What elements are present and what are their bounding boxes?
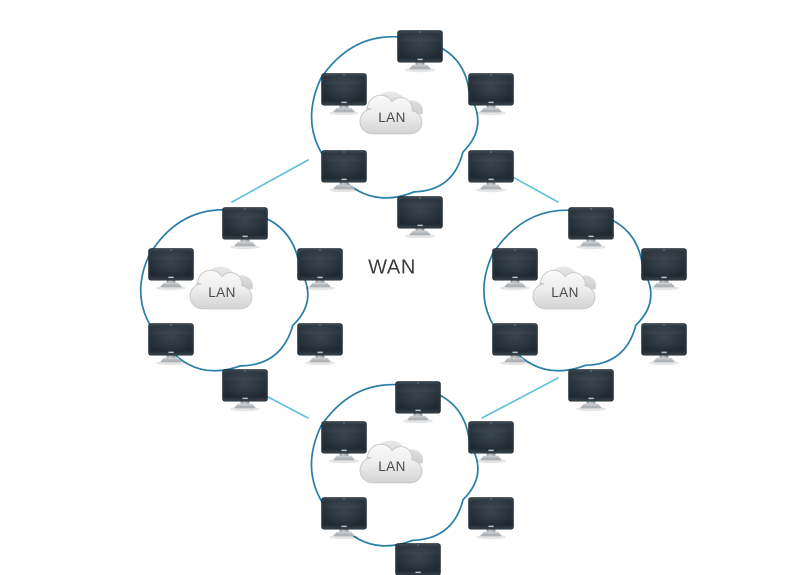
workstation-top-southeast[interactable] [468, 150, 514, 193]
wan-link-wan-right-bottom [481, 377, 559, 419]
workstation-left-south[interactable] [222, 369, 268, 412]
workstation-top-south[interactable] [397, 196, 443, 239]
workstation-bottom-northwest[interactable] [321, 421, 367, 464]
lan-ring-link [411, 498, 464, 542]
workstation-left-north[interactable] [222, 207, 268, 250]
workstation-top-southwest[interactable] [321, 150, 367, 193]
lan-ring-link [584, 324, 637, 367]
workstation-left-southeast[interactable] [297, 323, 343, 366]
workstation-right-south[interactable] [568, 369, 614, 412]
workstation-left-northeast[interactable] [297, 248, 343, 291]
workstation-right-northwest[interactable] [492, 248, 538, 291]
workstation-left-southwest[interactable] [148, 323, 194, 366]
lan-cloud-label: LAN [551, 285, 578, 300]
lan-cloud-lan-right: LAN [532, 266, 597, 310]
workstation-bottom-south[interactable] [395, 543, 441, 575]
wan-link-wan-top-left [231, 159, 309, 203]
lan-cloud-lan-bottom: LAN [359, 440, 424, 484]
lan-cloud-label: LAN [208, 285, 235, 300]
wan-label: WAN [368, 256, 416, 278]
lan-cloud-lan-left: LAN [189, 266, 254, 310]
workstation-top-north[interactable] [397, 30, 443, 73]
workstation-top-northwest[interactable] [321, 73, 367, 116]
lan-cloud-lan-top: LAN [359, 91, 424, 135]
workstation-right-north[interactable] [568, 207, 614, 250]
workstation-bottom-north[interactable] [395, 381, 441, 424]
workstation-right-southwest[interactable] [492, 323, 538, 366]
workstation-right-northeast[interactable] [641, 248, 687, 291]
workstation-right-southeast[interactable] [641, 323, 687, 366]
workstation-left-northwest[interactable] [148, 248, 194, 291]
workstation-bottom-southwest[interactable] [321, 497, 367, 540]
lan-ring-link [413, 151, 464, 193]
lan-cloud-label: LAN [378, 459, 405, 474]
lan-ring-link [239, 324, 294, 367]
lan-clouds-group: LAN LAN LAN LAN [189, 91, 597, 484]
workstation-bottom-southeast[interactable] [468, 497, 514, 540]
lan-cloud-label: LAN [378, 110, 405, 125]
